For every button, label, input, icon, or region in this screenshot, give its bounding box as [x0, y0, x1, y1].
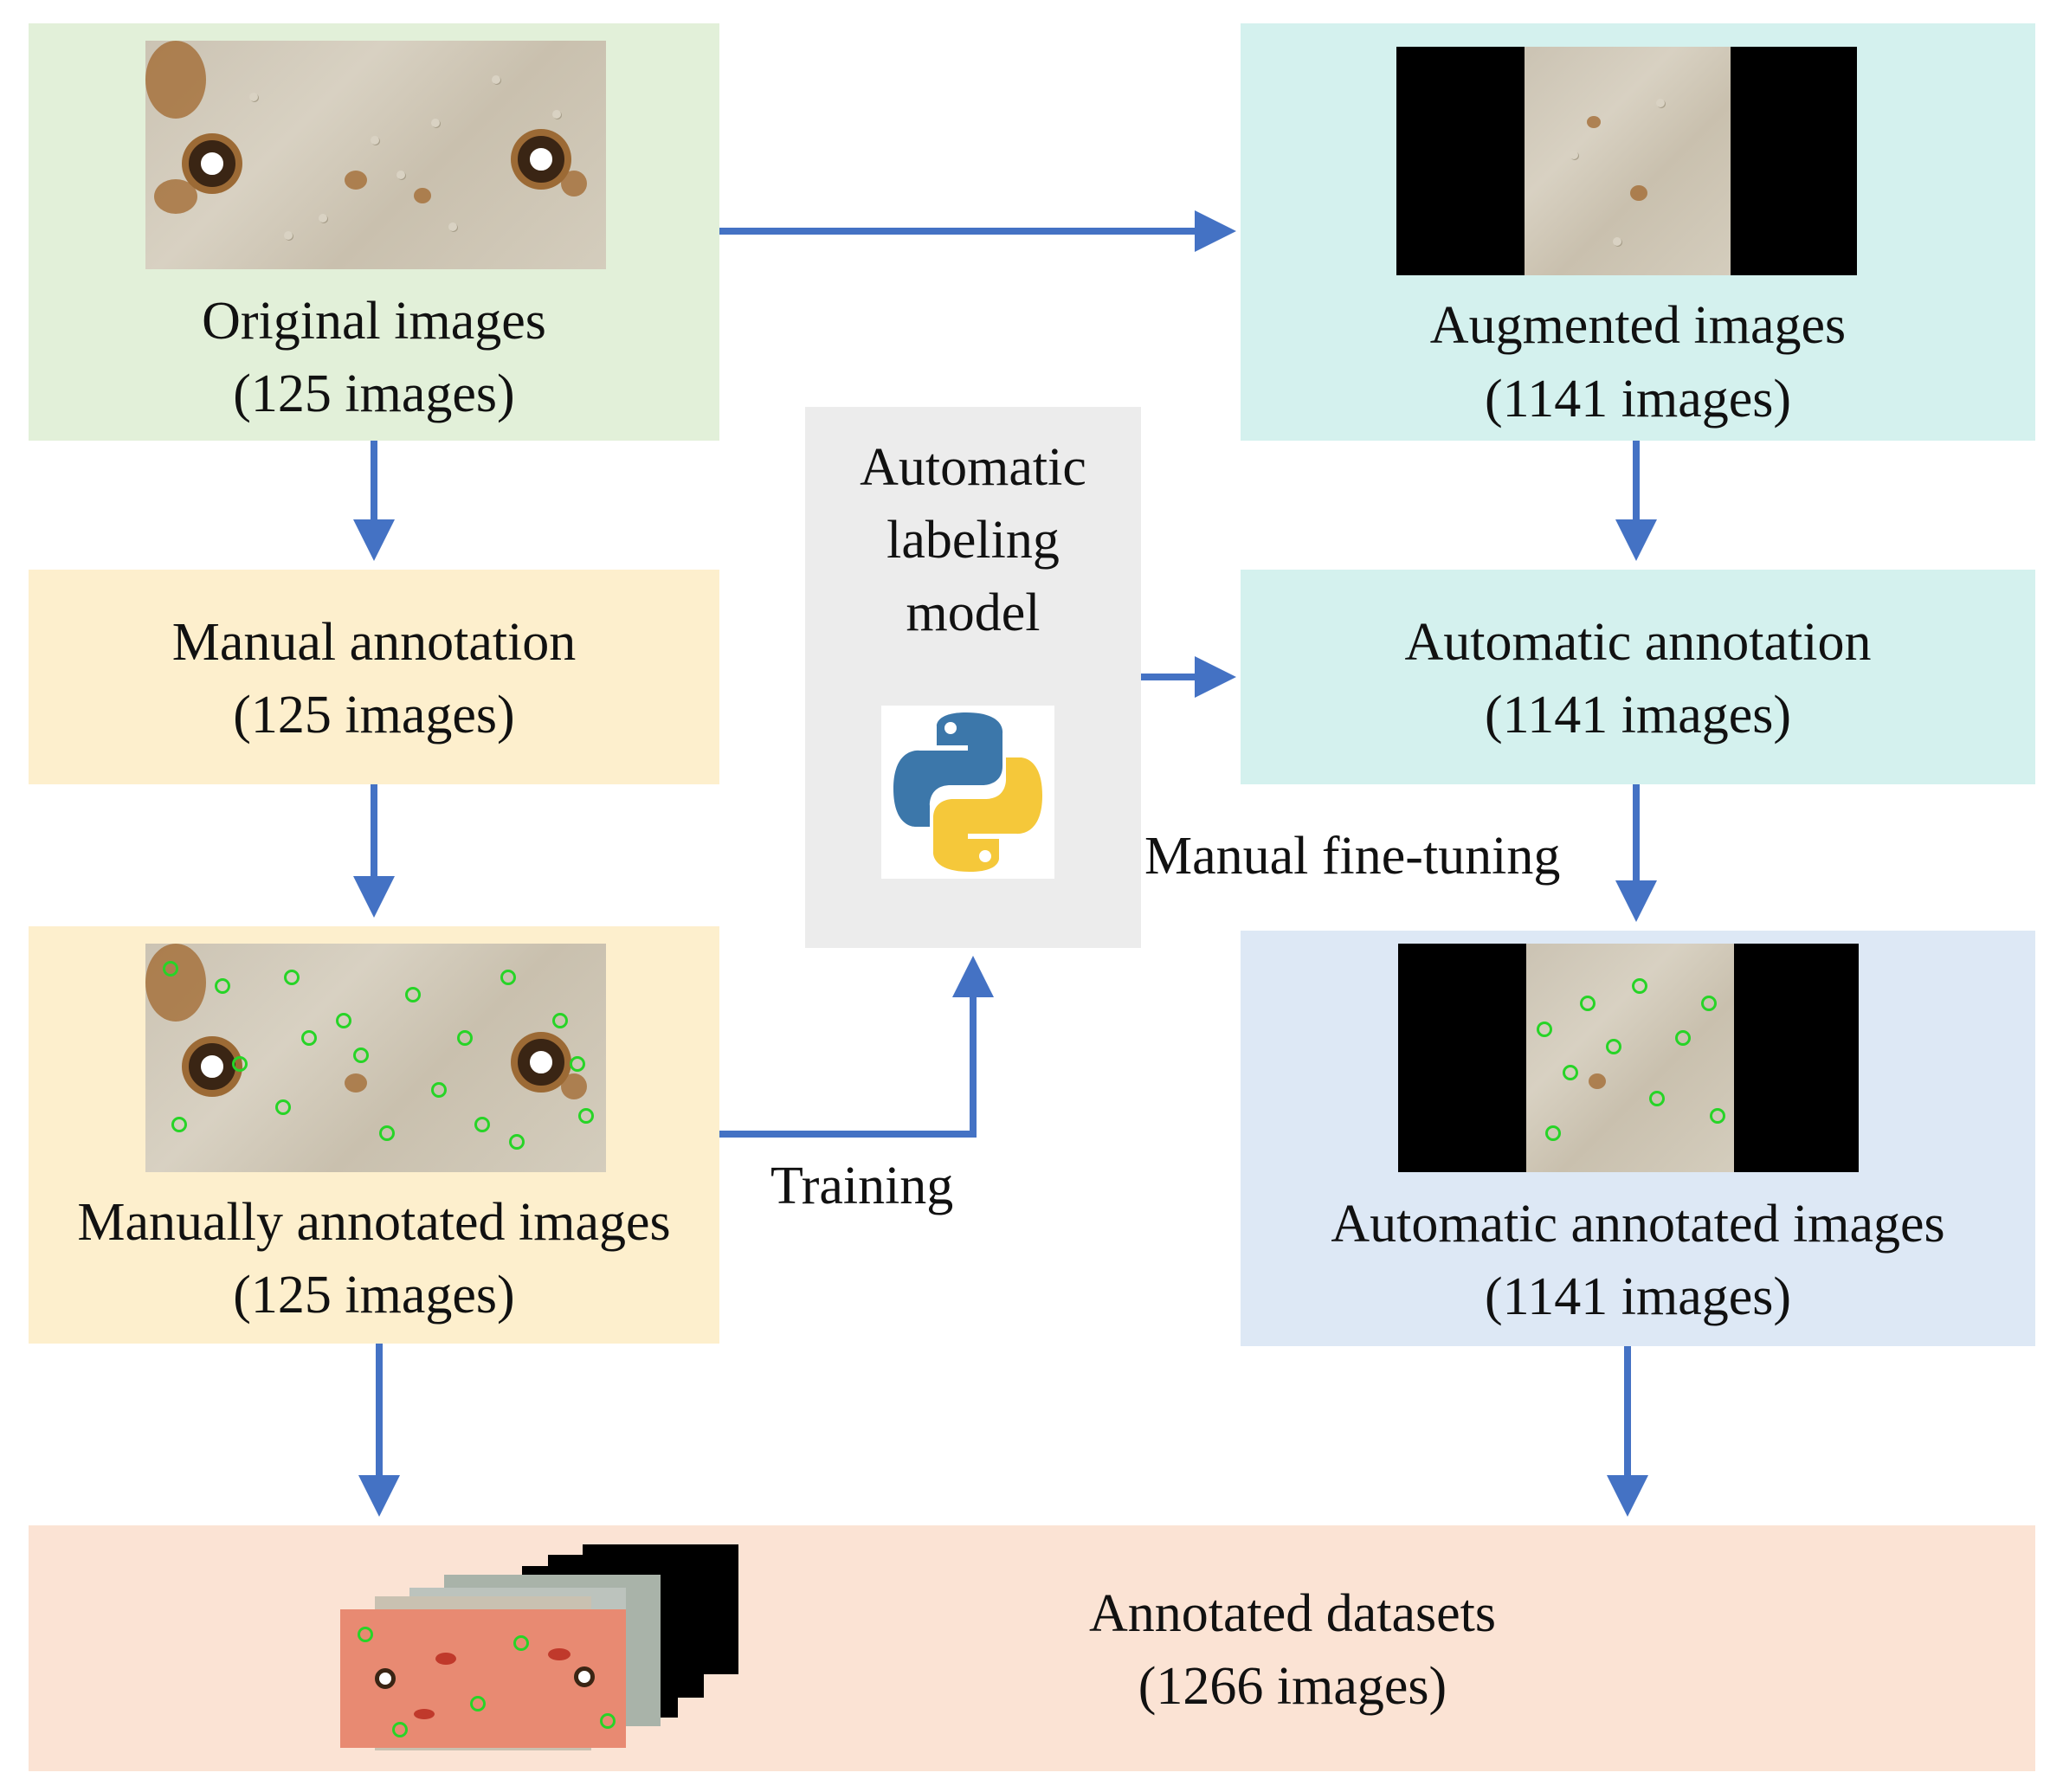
augmented-images-box: Augmented images (1141 images) — [1241, 23, 2035, 441]
automatic-annotated-specimen-photo — [1398, 944, 1859, 1172]
original-images-title: Original images — [202, 292, 546, 351]
annotated-datasets-title: Annotated datasets — [1088, 1584, 1497, 1643]
augmented-specimen-photo — [1396, 47, 1857, 275]
manually-annotated-images-title: Manually annotated images — [77, 1193, 671, 1252]
annotated-datasets-box: Annotated datasets (1266 images) — [29, 1525, 2035, 1771]
automatic-annotated-images-box: Automatic annotated images (1141 images) — [1241, 931, 2035, 1346]
dataset-front-image — [340, 1609, 626, 1748]
automatic-annotated-images-count: (1141 images) — [1484, 1267, 1792, 1326]
augmented-images-title: Augmented images — [1429, 296, 1847, 355]
python-logo-icon — [881, 706, 1054, 879]
original-images-count: (125 images) — [233, 364, 515, 423]
manual-fine-tuning-label: Manual fine-tuning — [1144, 827, 1561, 886]
manually-annotated-images-count: (125 images) — [233, 1266, 515, 1325]
model-line-2: labeling — [886, 511, 1060, 570]
automatic-annotation-title: Automatic annotation — [1404, 613, 1872, 672]
automatic-annotated-images-title: Automatic annotated images — [1331, 1195, 1945, 1254]
annotated-datasets-count: (1266 images) — [1138, 1657, 1447, 1716]
model-line-3: model — [906, 583, 1041, 642]
manually-annotated-specimen-photo — [145, 944, 606, 1172]
training-label: Training — [770, 1157, 954, 1215]
automatic-labeling-model-box: Automatic labeling model — [805, 407, 1141, 948]
augmented-images-count: (1141 images) — [1484, 370, 1792, 429]
original-specimen-photo — [145, 41, 606, 269]
model-line-1: Automatic — [860, 438, 1086, 497]
arrow-training — [719, 956, 994, 1138]
manual-annotation-count: (125 images) — [233, 686, 515, 745]
manual-annotation-box: Manual annotation (125 images) — [29, 570, 719, 784]
automatic-annotation-count: (1141 images) — [1484, 686, 1792, 745]
manually-annotated-images-box: Manually annotated images (125 images) — [29, 926, 719, 1344]
original-images-box: Original images (125 images) — [29, 23, 719, 441]
manual-annotation-title: Manual annotation — [171, 613, 577, 672]
dataset-image-stack — [314, 1544, 851, 1752]
automatic-annotation-box: Automatic annotation (1141 images) — [1241, 570, 2035, 784]
